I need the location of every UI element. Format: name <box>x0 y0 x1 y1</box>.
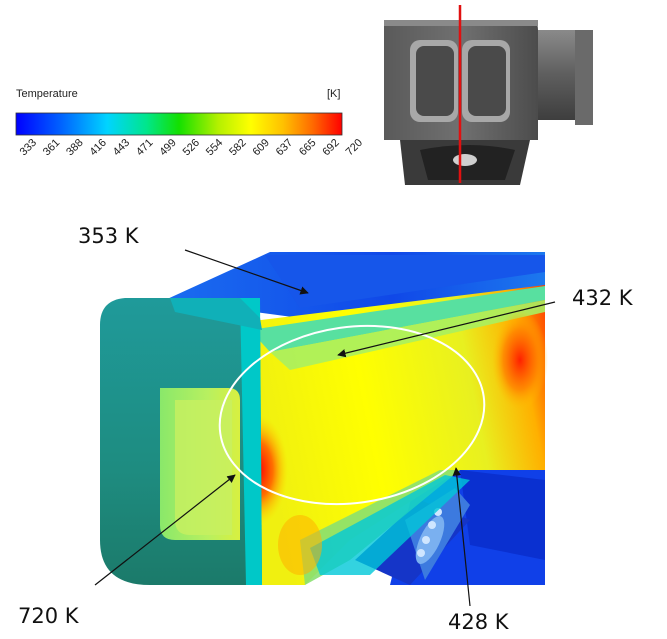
bolt-feature <box>415 508 445 564</box>
color-bar-tick-label: 388 <box>64 137 85 158</box>
color-bar-tick-label: 609 <box>250 137 271 158</box>
color-bar-tick-label: 443 <box>111 137 132 158</box>
callout-arrows <box>94 249 556 607</box>
color-bar <box>15 112 343 136</box>
color-bar-tick-label: 637 <box>274 137 295 158</box>
color-bar-tick-label: 416 <box>87 137 108 158</box>
color-bar-tick-label: 361 <box>41 137 62 158</box>
callout-label-353k: 353 K <box>78 224 139 248</box>
callout-label-720k: 720 K <box>18 604 79 628</box>
color-bar-tick-label: 499 <box>157 137 178 158</box>
color-bar-tick-label: 333 <box>18 137 39 158</box>
arrow-720k <box>94 474 236 586</box>
hotspot-ellipse <box>218 324 486 506</box>
temperature-contour-model <box>100 252 548 585</box>
color-bar-tick-label: 692 <box>320 137 341 158</box>
arrow-353k <box>184 249 309 295</box>
color-bar-tick-label: 665 <box>297 137 318 158</box>
color-bar-tick-label: 554 <box>204 137 225 158</box>
color-bar-tick-label: 582 <box>227 137 248 158</box>
callout-label-432k: 432 K <box>572 286 633 310</box>
color-bar-tick-label: 471 <box>134 137 155 158</box>
color-bar-tick-label: 720 <box>344 137 365 158</box>
legend-unit: [K] <box>327 88 341 100</box>
reference-model <box>384 20 593 185</box>
color-bar-tick-label: 526 <box>181 137 202 158</box>
callout-label-428k: 428 K <box>448 610 509 634</box>
arrow-428k <box>452 467 471 607</box>
legend-title: Temperature <box>16 88 78 100</box>
arrow-432k <box>337 301 556 358</box>
